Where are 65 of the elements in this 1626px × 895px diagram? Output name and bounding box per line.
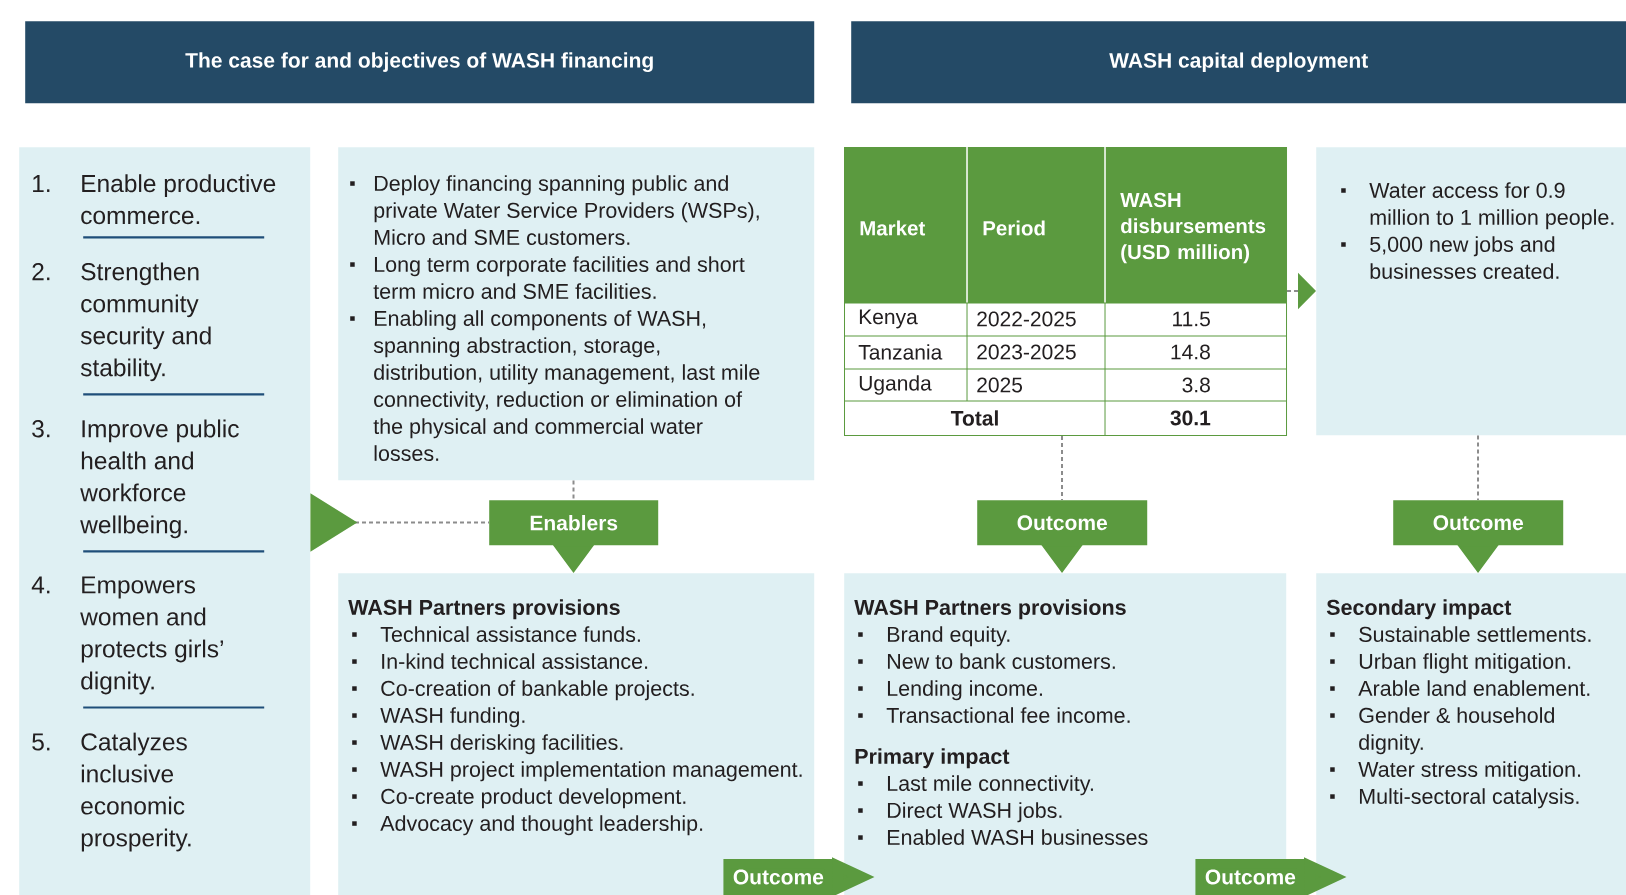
table-cell: 2025 (977, 377, 1023, 393)
bullet-item: Deploy financing spanning public and private Water Service Providers (WSPs), Micro and SME customers. (350, 175, 759, 245)
table-cell: 14.8 (1171, 344, 1210, 360)
table-cell: 2022-2025 (977, 311, 1076, 327)
list-item: Strengthen community security and stability. (80, 262, 211, 382)
table-cell: Uganda (859, 375, 932, 395)
bullet-item: Water access for 0.9 million to 1 million people. (1341, 182, 1614, 230)
table-cell: 30.1 (1170, 410, 1211, 426)
section-heading: WASH Partners provisions (854, 599, 1126, 620)
bullet-item: Lending income. (858, 680, 1042, 701)
bullet-item: Water stress mitigation. (1330, 761, 1581, 782)
list-item: Enable productive commerce. (81, 174, 276, 225)
bullet-item: Last mile connectivity. (858, 775, 1093, 796)
header-bar: The case for and objectives of WASH financing (25, 21, 815, 104)
text-panel (1316, 147, 1626, 436)
list-panel (19, 147, 311, 895)
bullet-item: Long term corporate facilities and short term micro and SME facilities. (350, 256, 745, 299)
bullet-item: Co-creation of bankable projects. (352, 680, 694, 701)
text-panel (1316, 573, 1626, 895)
bullet-item: WASH project implementation management. (352, 761, 802, 782)
section-heading: Secondary impact (1326, 599, 1512, 620)
bullet-item: Co-create product development. (352, 788, 686, 809)
edge-label: Outcome (733, 869, 824, 885)
table-header-cell: Period (967, 147, 1105, 303)
bullet-item: WASH derisking facilities. (352, 734, 623, 755)
bullet-item: Arable land enablement. (1330, 680, 1590, 696)
table-cell: Tanzania (858, 344, 943, 360)
table-cell: 3.8 (1182, 377, 1210, 393)
bullet-item: In-kind technical assistance. (352, 653, 648, 669)
section-heading: WASH Partners provisions (348, 599, 620, 620)
connector-line (572, 479, 575, 501)
item-number: 3. (32, 420, 50, 438)
bullet-item: New to bank customers. (858, 653, 1115, 669)
bullet-item: Advocacy and thought leadership. (352, 815, 703, 836)
table-header-cell: Market (844, 147, 967, 303)
edge-label: Outcome (1205, 869, 1296, 885)
table-cell: 11.5 (1173, 311, 1210, 327)
table-cell: Kenya (859, 309, 918, 329)
item-number: 2. (32, 263, 50, 281)
header-bar: WASH capital deployment (851, 21, 1626, 104)
bullet-item: Enabled WASH businesses (858, 829, 1148, 845)
bullet-item: Gender & household dignity. (1330, 707, 1554, 755)
bullet-item: Multi-sectoral catalysis. (1330, 788, 1579, 809)
bullet-item: Sustainable settlements. (1330, 626, 1591, 642)
list-item: Catalyzes inclusive economic prosperity. (81, 732, 191, 852)
bullet-item: WASH funding. (352, 707, 525, 728)
text-panel (338, 147, 815, 481)
table-header-cell: WASH disbursements (USD million) (1105, 147, 1286, 303)
bullet-item: 5,000 new jobs and businesses created. (1341, 236, 1559, 279)
table-cell: Total (950, 410, 998, 426)
bullet-item: Technical assistance funds. (352, 626, 640, 642)
connector-line (1477, 434, 1479, 501)
item-number: 1. (33, 175, 50, 192)
bullet-item: Brand equity. (858, 626, 1010, 647)
table-cell: 2023-2025 (977, 344, 1076, 360)
list-item: Improve public health and workforce wellbeing. (80, 419, 239, 539)
connector-line (1061, 435, 1063, 501)
section-heading: Primary impact (855, 748, 1010, 769)
bullet-item: Urban flight mitigation. (1330, 653, 1571, 674)
item-number: 5. (32, 733, 50, 751)
bullet-item: Direct WASH jobs. (858, 802, 1062, 823)
item-number: 4. (31, 576, 50, 594)
bullet-item: Transactional fee income. (858, 707, 1130, 723)
list-item: Empowers women and protects girls’ dignity. (80, 576, 223, 695)
bullet-item: Enabling all components of WASH, spanning abstraction, storage, distribution, utility management, last mile connectivity, reduction or elimination of the physical and commercial water losses. (350, 310, 760, 461)
